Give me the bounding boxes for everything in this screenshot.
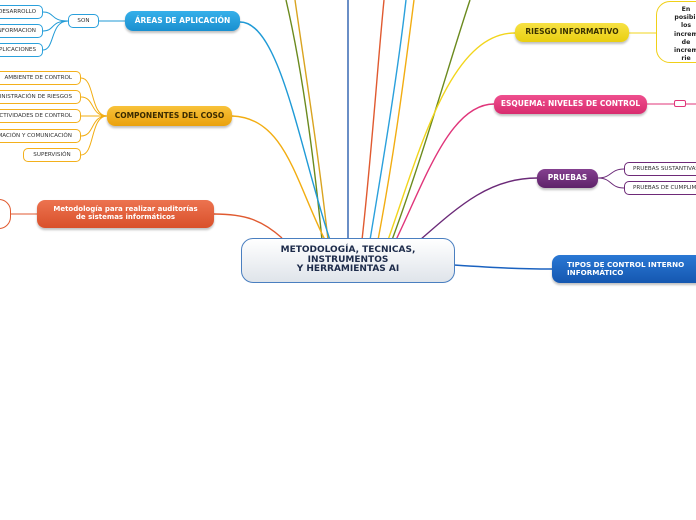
branch-line-esquema xyxy=(394,103,495,243)
branch-line-tipos xyxy=(453,264,553,270)
branch-line-top-4 xyxy=(361,0,385,241)
sub-line-pruebas-1 xyxy=(597,168,625,179)
sub-line-pruebas-2 xyxy=(597,177,625,189)
sub-line-son-1 xyxy=(42,11,69,22)
branch-line-top-1 xyxy=(285,0,323,241)
area-item-desarrollo[interactable]: DESARROLLO xyxy=(0,5,43,19)
tipos-control-line1: TIPOS DE CONTROL INTERNO xyxy=(567,260,685,270)
coso-item-ambiente[interactable]: AMBIENTE DE CONTROL xyxy=(0,71,81,85)
prueba-item-cumplimiento[interactable]: PRUEBAS DE CUMPLIMIENTO xyxy=(624,181,696,195)
sub-line-coso-5 xyxy=(80,115,108,156)
branch-line-coso xyxy=(231,115,326,241)
riesgo-note-line6: increm xyxy=(674,46,696,54)
riesgo-note-line7: rie xyxy=(681,55,691,63)
branch-line-top-2 xyxy=(294,0,329,241)
sub-line-coso-2 xyxy=(80,96,108,117)
coso-item-informacion[interactable]: INFORMACIÓN Y COMUNICACIÓN xyxy=(0,129,81,143)
riesgo-informativo-node[interactable]: RIESGO INFORMATIVO xyxy=(515,23,629,42)
metodologia-line2: de sistemas informáticos xyxy=(75,213,176,221)
pruebas-node[interactable]: PRUEBAS xyxy=(537,169,598,188)
metodologia-line1: Metodología para realizar auditorías xyxy=(53,205,198,214)
branch-line-top-5 xyxy=(369,0,407,241)
branch-line-pruebas xyxy=(419,177,538,241)
branch-line-riesgo xyxy=(387,32,516,241)
tipos-control-node[interactable]: TIPOS DE CONTROL INTERNO INFORMÁTICO xyxy=(552,255,696,283)
componentes-coso-node[interactable]: COMPONENTES DEL COSO xyxy=(107,106,232,126)
central-topic[interactable]: METODOLOGÍA, TECNICAS, INSTRUMENTOS Y HE… xyxy=(241,238,455,283)
riesgo-note-line3: los xyxy=(680,22,692,30)
central-topic-line3: Y HERRAMIENTAS AI xyxy=(296,264,400,275)
coso-item-riesgos[interactable]: ADMINISTRACIÓN DE RIESGOS xyxy=(0,90,81,104)
branch-line-top-6 xyxy=(377,0,415,241)
esquema-child-node[interactable] xyxy=(674,100,686,107)
branch-line-areas xyxy=(239,21,331,241)
esquema-niveles-node[interactable]: ESQUEMA: NIVELES DE CONTROL xyxy=(494,95,647,114)
sub-line-coso-1 xyxy=(80,77,108,117)
riesgo-note-line2: posibil xyxy=(674,14,696,22)
branch-line-metodologia xyxy=(213,213,283,239)
coso-item-actividades[interactable]: ACTIVIDADES DE CONTROL xyxy=(0,109,81,123)
central-topic-line1: METODOLOGÍA, TECNICAS, xyxy=(280,244,416,255)
area-item-informacion[interactable]: INFORMACION xyxy=(0,24,43,38)
riesgo-note-line4: increm xyxy=(674,30,696,38)
riesgo-note-line1: En xyxy=(681,6,691,13)
tipos-control-line2: INFORMÁTICO xyxy=(567,268,624,277)
riesgo-note-line5: de xyxy=(681,38,691,46)
son-connector-node[interactable]: SON xyxy=(68,14,99,28)
sub-line-son-3 xyxy=(42,20,69,51)
coso-item-supervision[interactable]: SUPERVISIÓN xyxy=(23,148,81,162)
metodologia-node[interactable]: Metodología para realizar auditorías de … xyxy=(37,200,214,228)
riesgo-note-node[interactable]: En posibil los increm de increm rie xyxy=(656,1,696,63)
central-topic-line2: INSTRUMENTOS xyxy=(307,254,389,265)
prueba-item-sustantivas[interactable]: PRUEBAS SUSTANTIVAS xyxy=(624,162,696,176)
area-item-aplicaciones[interactable]: APLICACIONES xyxy=(0,43,43,57)
areas-aplicacion-node[interactable]: ÁREAS DE APLICACIÓN xyxy=(125,11,240,31)
